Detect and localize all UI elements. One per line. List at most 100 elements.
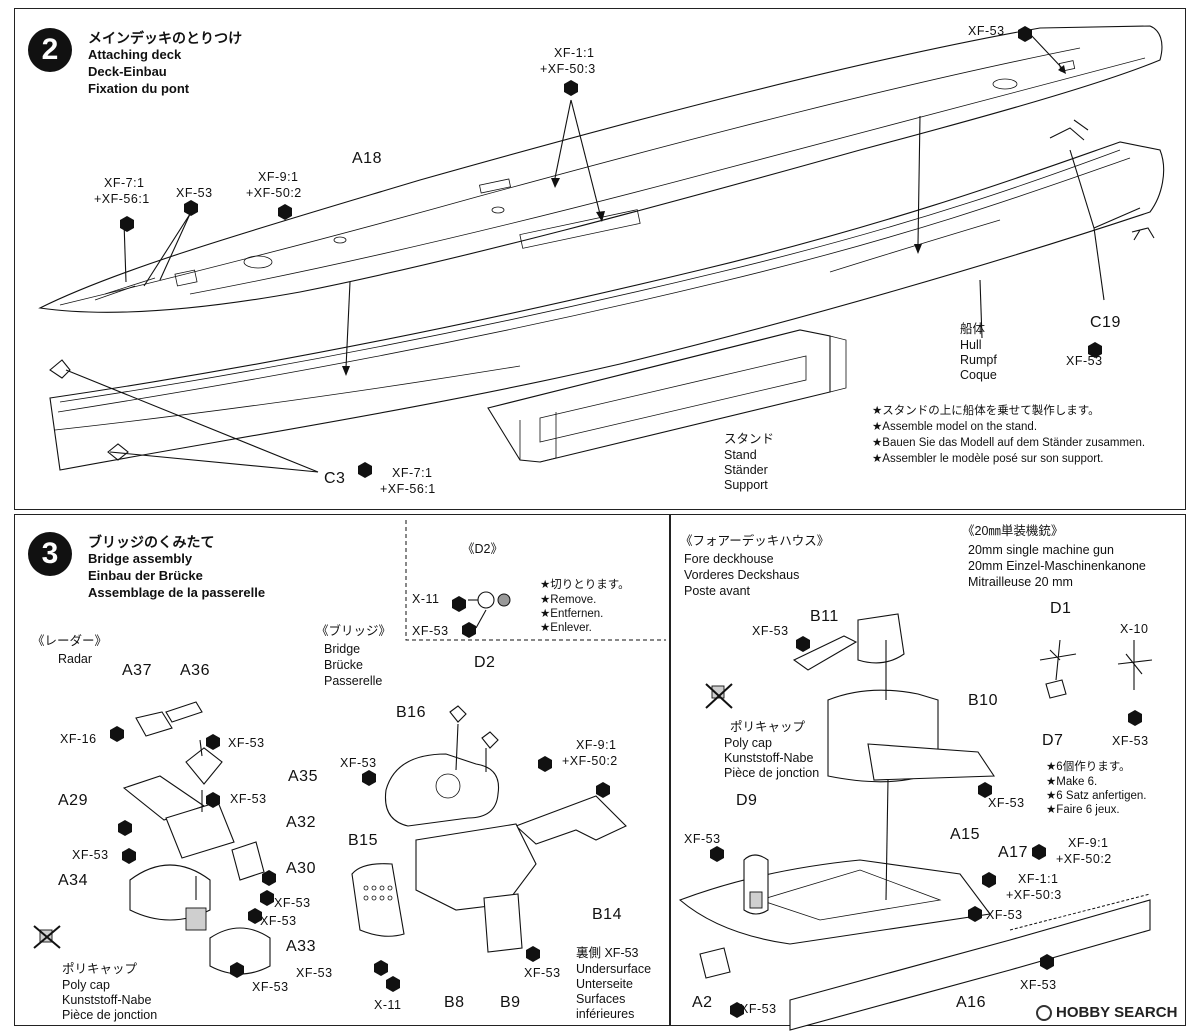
- bridge-title-en: Bridge: [324, 642, 361, 656]
- radar-paint-6: XF-53: [252, 980, 289, 994]
- d2-xf53-label: XF-53: [412, 624, 449, 638]
- paint-xf7-a: XF-7:1: [104, 176, 145, 190]
- bridge-paint-2: XF-9:1: [576, 738, 617, 752]
- d2-note-de: ★Entfernen.: [540, 608, 604, 620]
- watermark: HOBBY SEARCH: [1036, 1004, 1177, 1021]
- part-a2: A2: [692, 994, 713, 1011]
- gun-note-de: ★6 Satz anfertigen.: [1046, 790, 1147, 802]
- part-a33: A33: [286, 938, 316, 955]
- part-b11: B11: [810, 608, 839, 625]
- paint-c3-a: XF-7:1: [392, 466, 433, 480]
- fore-paint-2: XF-53: [988, 796, 1025, 810]
- fore-paint-icons: [710, 636, 1054, 1018]
- part-b15: B15: [348, 832, 378, 849]
- hull-label-fr: Coque: [960, 368, 997, 382]
- bridge-paint-5: XF-53: [524, 966, 561, 980]
- step2-note-en: ★Assemble model on the stand.: [872, 421, 1038, 433]
- fore-title-en: Fore deckhouse: [684, 552, 774, 566]
- hull-drawing: [49, 119, 1165, 471]
- part-d7: D7: [1042, 732, 1064, 749]
- part-label-a18: A18: [352, 150, 382, 167]
- radar-paint-4: XF-53: [274, 896, 311, 910]
- stand-label-en: Stand: [724, 448, 757, 462]
- fore-paint-8: XF-53: [986, 908, 1023, 922]
- radar-paint-xf16: XF-16: [60, 732, 97, 746]
- part-d9: D9: [736, 792, 758, 809]
- part-b10: B10: [968, 692, 998, 709]
- bridge-paint-3: +XF-50:2: [562, 754, 618, 768]
- watermark-text: HOBBY SEARCH: [1056, 1004, 1178, 1021]
- stand-label-jp: スタンド: [724, 432, 775, 446]
- paint-xf53-mid: XF-53: [176, 186, 213, 200]
- fore-polycap-fr: Pièce de jonction: [724, 766, 820, 780]
- gun-title-de: 20mm Einzel-Maschinenkanone: [968, 559, 1146, 573]
- step3-number: 3: [28, 532, 72, 576]
- radar-paint-1: XF-53: [228, 736, 265, 750]
- bridge-title-fr: Passerelle: [324, 674, 383, 688]
- paint-xf1-b: +XF-50:3: [540, 62, 596, 76]
- hull-label-de: Rumpf: [960, 353, 997, 367]
- radar-title: 《レーダー》: [32, 634, 108, 648]
- stand-drawing: [487, 329, 847, 463]
- fore-paint-4: XF-9:1: [1068, 836, 1109, 850]
- fore-title: 《フォアーデッキハウス》: [680, 534, 830, 548]
- bridge-paint-1: XF-53: [340, 756, 377, 770]
- radar-paint-3: XF-53: [72, 848, 109, 862]
- fore-paint-1: XF-53: [752, 624, 789, 638]
- d2-note-jp: ★切りとります。: [540, 579, 630, 591]
- watermark-logo-icon: [1036, 1004, 1052, 1021]
- paint-xf9-a: XF-9:1: [258, 170, 299, 184]
- paint-xf53-top: XF-53: [968, 24, 1005, 38]
- radar-polycap-fr: Pièce de jonction: [62, 1008, 158, 1022]
- bridge-underside-fr1: Surfaces: [576, 992, 626, 1006]
- fore-paint-9: XF-53: [1020, 978, 1057, 992]
- gun-paint: XF-53: [1112, 734, 1149, 748]
- bridge-underside-fr2: inférieures: [576, 1007, 635, 1021]
- part-label-c19: C19: [1090, 314, 1121, 331]
- d2-box-border: [405, 520, 666, 641]
- fore-title-de: Vorderes Deckshaus: [684, 568, 800, 582]
- fore-paint-6: XF-1:1: [1018, 872, 1059, 886]
- fore-paint-7: +XF-50:3: [1006, 888, 1062, 902]
- d2-detail: [452, 591, 511, 638]
- radar-paint-2: XF-53: [230, 792, 267, 806]
- step2-title-fr: Fixation du pont: [88, 81, 190, 96]
- hull-label-en: Hull: [960, 338, 982, 352]
- gun-note-en: ★Make 6.: [1046, 776, 1098, 788]
- part-a17: A17: [998, 844, 1028, 861]
- fore-polycap-en: Poly cap: [724, 736, 772, 750]
- fore-paint-10: XF-53: [740, 1002, 777, 1016]
- step2-paint-icons: [120, 26, 1102, 478]
- deck-a18-drawing: [38, 25, 1163, 313]
- part-a15: A15: [950, 826, 980, 843]
- radar-polycap-en: Poly cap: [62, 978, 110, 992]
- fore-title-fr: Poste avant: [684, 584, 751, 598]
- bridge-paint-4: XF-53: [296, 966, 333, 980]
- polycap-icon-fore: [705, 683, 733, 709]
- part-d2: D2: [474, 654, 496, 671]
- bridge-drawing: [351, 705, 627, 953]
- radar-polycap-jp: ポリキャップ: [62, 962, 138, 976]
- fore-polycap-jp: ポリキャップ: [730, 720, 806, 734]
- radar-polycap-de: Kunststoff-Nabe: [62, 993, 152, 1007]
- part-a35: A35: [288, 768, 318, 785]
- fore-paint-5: +XF-50:2: [1056, 852, 1112, 866]
- step2-note-fr: ★Assembler le modèle posé sur son suppor…: [872, 453, 1104, 465]
- bridge-title: 《ブリッジ》: [316, 624, 392, 638]
- radar-paint-icons: [110, 726, 276, 978]
- d2-box-title: 《D2》: [462, 542, 503, 556]
- fore-deckhouse-panel: [670, 514, 1186, 1026]
- step2-title-de: Deck-Einbau: [88, 64, 167, 79]
- part-label-c3: C3: [324, 470, 346, 487]
- part-x11: X-11: [374, 998, 402, 1012]
- paint-xf9-b: +XF-50:2: [246, 186, 302, 200]
- paint-xf1-a: XF-1:1: [554, 46, 595, 60]
- part-b9: B9: [500, 994, 521, 1011]
- step3-title-de: Einbau der Brücke: [88, 568, 203, 583]
- bridge-title-de: Brücke: [324, 658, 363, 672]
- gun-note-fr: ★Faire 6 jeux.: [1046, 804, 1120, 816]
- paint-xf7-b: +XF-56:1: [94, 192, 150, 206]
- gun-title-fr: Mitrailleuse 20 mm: [968, 575, 1073, 589]
- part-b14: B14: [592, 906, 622, 923]
